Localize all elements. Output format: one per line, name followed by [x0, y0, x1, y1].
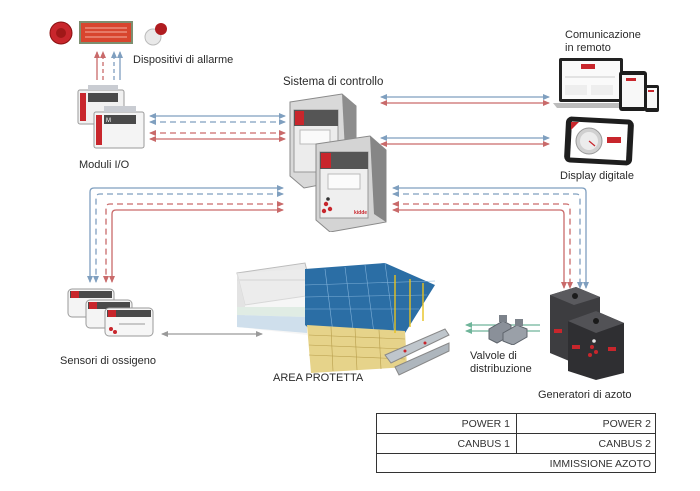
label-io-modules: Moduli I/O: [79, 159, 130, 171]
legend-row-power: POWER 1 POWER 2: [377, 414, 655, 434]
wire-canbus2: [392, 201, 573, 289]
label-control-system: Sistema di controllo: [283, 76, 384, 88]
wire-power1: [392, 185, 589, 289]
wire-canbus1: [392, 207, 567, 289]
digital-display-image: [564, 116, 634, 166]
wires-control-generators: [392, 185, 589, 289]
wire-power2: [93, 191, 284, 283]
label-remote-comm-line2: in remoto: [565, 42, 611, 54]
remote-devices-image: [553, 58, 659, 112]
legend-item-nitrogen: IMMISSIONE AZOTO: [377, 454, 657, 474]
wire-canbus2: [103, 201, 284, 283]
wires-control-display: [380, 135, 550, 147]
legend-label-canbus2: CANBUS 2: [598, 438, 651, 450]
control-system-image: kidde: [289, 93, 387, 232]
brand-text: kidde: [354, 210, 367, 216]
alarm-devices-image: [49, 21, 167, 46]
wire-canbus1: [109, 207, 284, 283]
wires-control-remote: [380, 94, 550, 106]
legend-item-power2: POWER 2: [517, 414, 657, 433]
legend-label-canbus1: CANBUS 1: [457, 438, 510, 450]
module-tag: M: [106, 118, 111, 124]
label-valves-line1: Valvole di: [470, 350, 517, 362]
legend: POWER 1 POWER 2 CANBUS 1 CANBUS 2 IMMISS…: [376, 413, 656, 473]
label-valves-line2: distribuzione: [470, 363, 532, 375]
label-oxygen-sensors: Sensori di ossigeno: [60, 355, 157, 367]
legend-label-power1: POWER 1: [461, 418, 510, 430]
legend-row-nitrogen: IMMISSIONE AZOTO: [377, 454, 655, 474]
label-remote-comm-line1: Comunicazione: [565, 29, 641, 41]
legend-row-canbus: CANBUS 1 CANBUS 2: [377, 434, 655, 454]
legend-label-nitrogen: IMMISSIONE AZOTO: [549, 458, 651, 470]
wires-io-control: [149, 113, 286, 142]
distribution-valves-image: [488, 315, 528, 345]
nitrogen-generators-image: [550, 287, 624, 380]
oxygen-sensors-image: [67, 288, 154, 337]
legend-item-canbus1: CANBUS 1: [377, 434, 517, 453]
legend-item-power1: POWER 1: [377, 414, 517, 433]
label-alarm-devices: Dispositivi di allarme: [133, 54, 234, 66]
wire-power1: [87, 185, 284, 283]
label-protected-area: AREA PROTETTA: [273, 372, 364, 384]
legend-item-canbus2: CANBUS 2: [517, 434, 657, 453]
label-nitrogen-generators: Generatori di azoto: [538, 389, 632, 401]
legend-label-power2: POWER 2: [602, 418, 651, 430]
wire-power2: [392, 191, 583, 289]
io-modules-image: M: [77, 85, 145, 149]
wires-control-sensors: [87, 185, 284, 283]
protected-area-image: [236, 262, 450, 376]
label-digital-display: Display digitale: [560, 170, 634, 182]
wires-io-to-alarm: [94, 51, 123, 80]
